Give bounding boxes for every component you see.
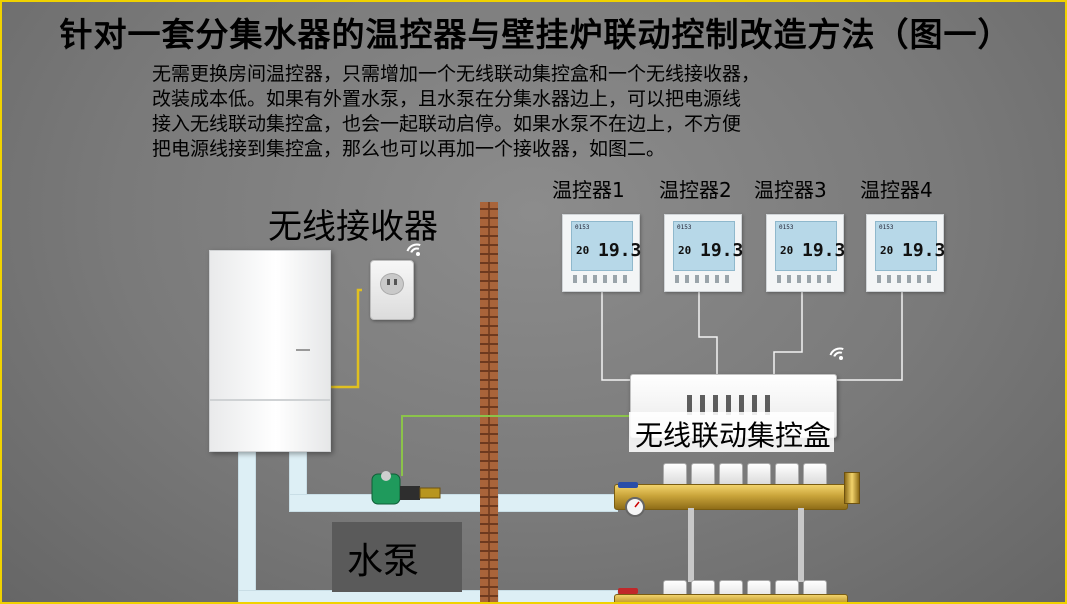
thermostat-3: 0153 20 19.3 bbox=[766, 214, 845, 292]
thermostat-time: 0153 bbox=[677, 224, 692, 231]
thermostat-set-temp: 19.3 bbox=[700, 240, 744, 261]
thermostat-buttons bbox=[877, 275, 933, 283]
return-manifold bbox=[614, 594, 848, 602]
thermostat-3-wire bbox=[773, 292, 803, 374]
wireless-receiver bbox=[370, 260, 414, 320]
thermostat-1-wire bbox=[601, 292, 632, 381]
actuator bbox=[691, 463, 715, 487]
air-vent-valve bbox=[844, 472, 860, 504]
thermostat-time: 0153 bbox=[879, 224, 894, 231]
thermostat-2-name: 温控器2 bbox=[659, 178, 732, 202]
description-line-4: 把电源线接到集控盒，那么也可以再加一个接收器，如图二。 bbox=[152, 138, 666, 160]
description-line-2: 改装成本低。如果有外置水泵，且水泵在分集水器边上，可以把电源线 bbox=[152, 88, 742, 110]
ball-valve-icon bbox=[618, 588, 638, 594]
supply-manifold bbox=[614, 484, 848, 510]
thermostat-4: 0153 20 19.3 bbox=[866, 214, 945, 292]
receiver-label: 无线接收器 bbox=[268, 207, 438, 247]
thermostat-display: 0153 20 19.3 bbox=[775, 221, 845, 271]
wifi-icon bbox=[829, 347, 844, 360]
actuator bbox=[663, 463, 687, 487]
receiver-to-boiler-wire bbox=[329, 288, 362, 389]
water-pump bbox=[371, 471, 441, 505]
thermostat-3-name: 温控器3 bbox=[754, 178, 827, 202]
pump-label-background bbox=[332, 522, 462, 592]
thermostat-current-temp: 20 bbox=[880, 244, 894, 257]
thermostat-set-temp: 19.3 bbox=[802, 240, 846, 261]
thermostat-buttons bbox=[675, 275, 731, 283]
thermostat-current-temp: 20 bbox=[678, 244, 692, 257]
thermostat-1-name: 温控器1 bbox=[552, 178, 625, 202]
socket-hole bbox=[387, 279, 390, 285]
thermostat-2-wire bbox=[698, 292, 718, 374]
thermostat-current-temp: 20 bbox=[576, 244, 590, 257]
receiver-socket bbox=[380, 273, 404, 295]
page-title: 针对一套分集水器的温控器与壁挂炉联动控制改造方法（图一） bbox=[59, 15, 1012, 54]
ball-valve-icon bbox=[618, 482, 638, 488]
wall-hung-boiler bbox=[209, 250, 331, 452]
thermostat-current-temp: 20 bbox=[780, 244, 794, 257]
pump-label: 水泵 bbox=[347, 541, 420, 582]
pump-power-wire bbox=[401, 415, 630, 476]
thermostat-set-temp: 19.3 bbox=[598, 240, 642, 261]
socket-hole bbox=[394, 279, 397, 285]
description-line-1: 无需更换房间温控器，只需增加一个无线联动集控盒和一个无线接收器， bbox=[152, 63, 761, 85]
thermostat-2: 0153 20 19.3 bbox=[664, 214, 743, 292]
description-line-3: 接入无线联动集控盒，也会一起联动启停。如果水泵不在边上，不方便 bbox=[152, 113, 742, 135]
controller-label: 无线联动集控盒 bbox=[635, 419, 832, 452]
controller-label-background bbox=[629, 412, 834, 452]
control-box-terminals bbox=[687, 395, 777, 415]
thermostat-buttons bbox=[573, 275, 629, 283]
thermostat-buttons bbox=[777, 275, 833, 283]
thermostat-set-temp: 19.3 bbox=[902, 240, 946, 261]
manifold-bracket bbox=[798, 508, 804, 582]
thermostat-display: 0153 20 19.3 bbox=[673, 221, 743, 271]
thermostat-4-name: 温控器4 bbox=[860, 178, 933, 202]
thermostat-time: 0153 bbox=[779, 224, 794, 231]
description: 无需更换房间温控器，只需增加一个无线联动集控盒和一个无线接收器， 改装成本低。如… bbox=[152, 62, 932, 162]
thermostat-time: 0153 bbox=[575, 224, 590, 231]
thermostat-1: 0153 20 19.3 bbox=[562, 214, 641, 292]
actuator bbox=[719, 463, 743, 487]
boiler-seam bbox=[210, 399, 330, 401]
thermostat-display: 0153 20 19.3 bbox=[875, 221, 945, 271]
boiler-logo bbox=[296, 349, 310, 351]
wifi-icon bbox=[406, 243, 421, 256]
gauge-icon bbox=[625, 497, 645, 517]
brick-wall bbox=[480, 202, 498, 602]
actuator bbox=[747, 463, 771, 487]
thermostat-4-wire bbox=[835, 292, 903, 381]
manifold-bracket bbox=[688, 508, 694, 582]
thermostat-display: 0153 20 19.3 bbox=[571, 221, 641, 271]
